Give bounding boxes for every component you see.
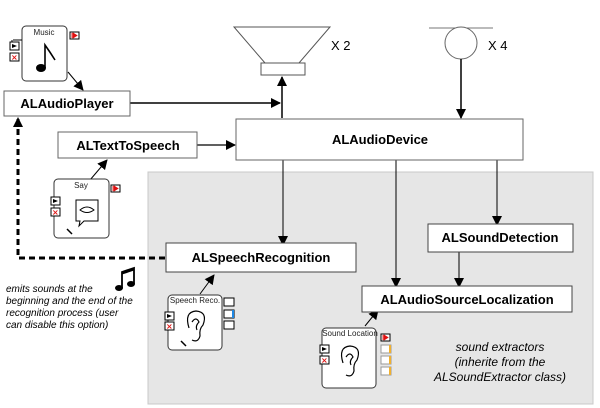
- speech-reco-box: × Speech Reco.: [164, 294, 235, 351]
- svg-text:Sound Location: Sound Location: [322, 329, 378, 338]
- dashed-speechreco-to-player: [13, 117, 165, 260]
- microphone-multiplier: X 4: [488, 38, 508, 53]
- play-input-icon: [167, 314, 172, 318]
- stop-input-icon: ×: [166, 322, 173, 331]
- sound-location-box: × Sound Location: [319, 327, 392, 389]
- microphone-icon: [429, 26, 493, 60]
- wrench-icon: [66, 228, 73, 235]
- node-sound-detection: ALSoundDetection: [427, 223, 574, 253]
- stop-input-icon: ×: [11, 53, 18, 62]
- node-speech-recognition: ALSpeechRecognition: [165, 242, 357, 273]
- node-audio-source-localization: ALAudioSourceLocalization: [361, 285, 573, 313]
- output-signal-icon: [382, 334, 389, 341]
- speaker-multiplier: X 2: [331, 38, 351, 53]
- say-box: × Say: [50, 178, 121, 239]
- output-signal-icon: [71, 32, 78, 39]
- extractors-note: sound extractors (inherite from the ALSo…: [433, 340, 566, 384]
- svg-text:ALSoundExtractor class): ALSoundExtractor class): [433, 370, 566, 384]
- svg-text:Music: Music: [34, 28, 55, 37]
- ear-icon: [186, 310, 206, 342]
- stop-input-icon: ×: [321, 356, 328, 365]
- music-note-icon: [36, 42, 56, 72]
- svg-text:ALTextToSpeech: ALTextToSpeech: [76, 138, 179, 153]
- wrench-icon: [180, 340, 187, 347]
- svg-text:ALSpeechRecognition: ALSpeechRecognition: [192, 250, 331, 265]
- speaker-icon: [232, 26, 332, 76]
- svg-text:ALAudioSourceLocalization: ALAudioSourceLocalization: [380, 292, 553, 307]
- play-input-icon: [12, 44, 17, 48]
- output-signal-icon: [112, 185, 119, 192]
- svg-text:ALAudioPlayer: ALAudioPlayer: [20, 96, 113, 111]
- svg-text:can disable this option): can disable this option): [6, 320, 108, 331]
- play-input-icon: [322, 347, 327, 351]
- speech-bubble-lips-icon: [75, 199, 99, 228]
- svg-text:beginning and the end of the: beginning and the end of the: [6, 296, 133, 307]
- svg-text:ALAudioDevice: ALAudioDevice: [332, 132, 428, 147]
- music-box: × Music: [9, 25, 80, 82]
- svg-text:Speech Reco.: Speech Reco.: [170, 296, 220, 305]
- play-input-icon: [53, 199, 58, 203]
- arrow-say-to-tts: [89, 159, 108, 181]
- arrow-music-to-player: [67, 71, 84, 91]
- svg-text:Say: Say: [74, 181, 88, 190]
- music-notes-icon: [115, 266, 135, 291]
- stop-input-icon: ×: [52, 208, 59, 217]
- arrow-speechreco-box-to-node: [199, 274, 215, 295]
- svg-text:recognition process (user: recognition process (user: [6, 308, 119, 319]
- svg-text:ALSoundDetection: ALSoundDetection: [442, 230, 559, 245]
- ear-icon: [340, 345, 360, 377]
- node-text-to-speech: ALTextToSpeech: [57, 131, 198, 159]
- node-audio-device: ALAudioDevice: [235, 118, 524, 161]
- emits-sounds-note: emits sounds at the beginning and the en…: [6, 284, 133, 331]
- svg-text:emits sounds at the: emits sounds at the: [6, 284, 93, 295]
- arrow-soundloc-box-to-node: [364, 309, 379, 327]
- svg-text:sound extractors: sound extractors: [456, 340, 545, 354]
- node-audio-player: ALAudioPlayer: [3, 90, 131, 117]
- svg-text:(inherite from the: (inherite from the: [455, 355, 546, 369]
